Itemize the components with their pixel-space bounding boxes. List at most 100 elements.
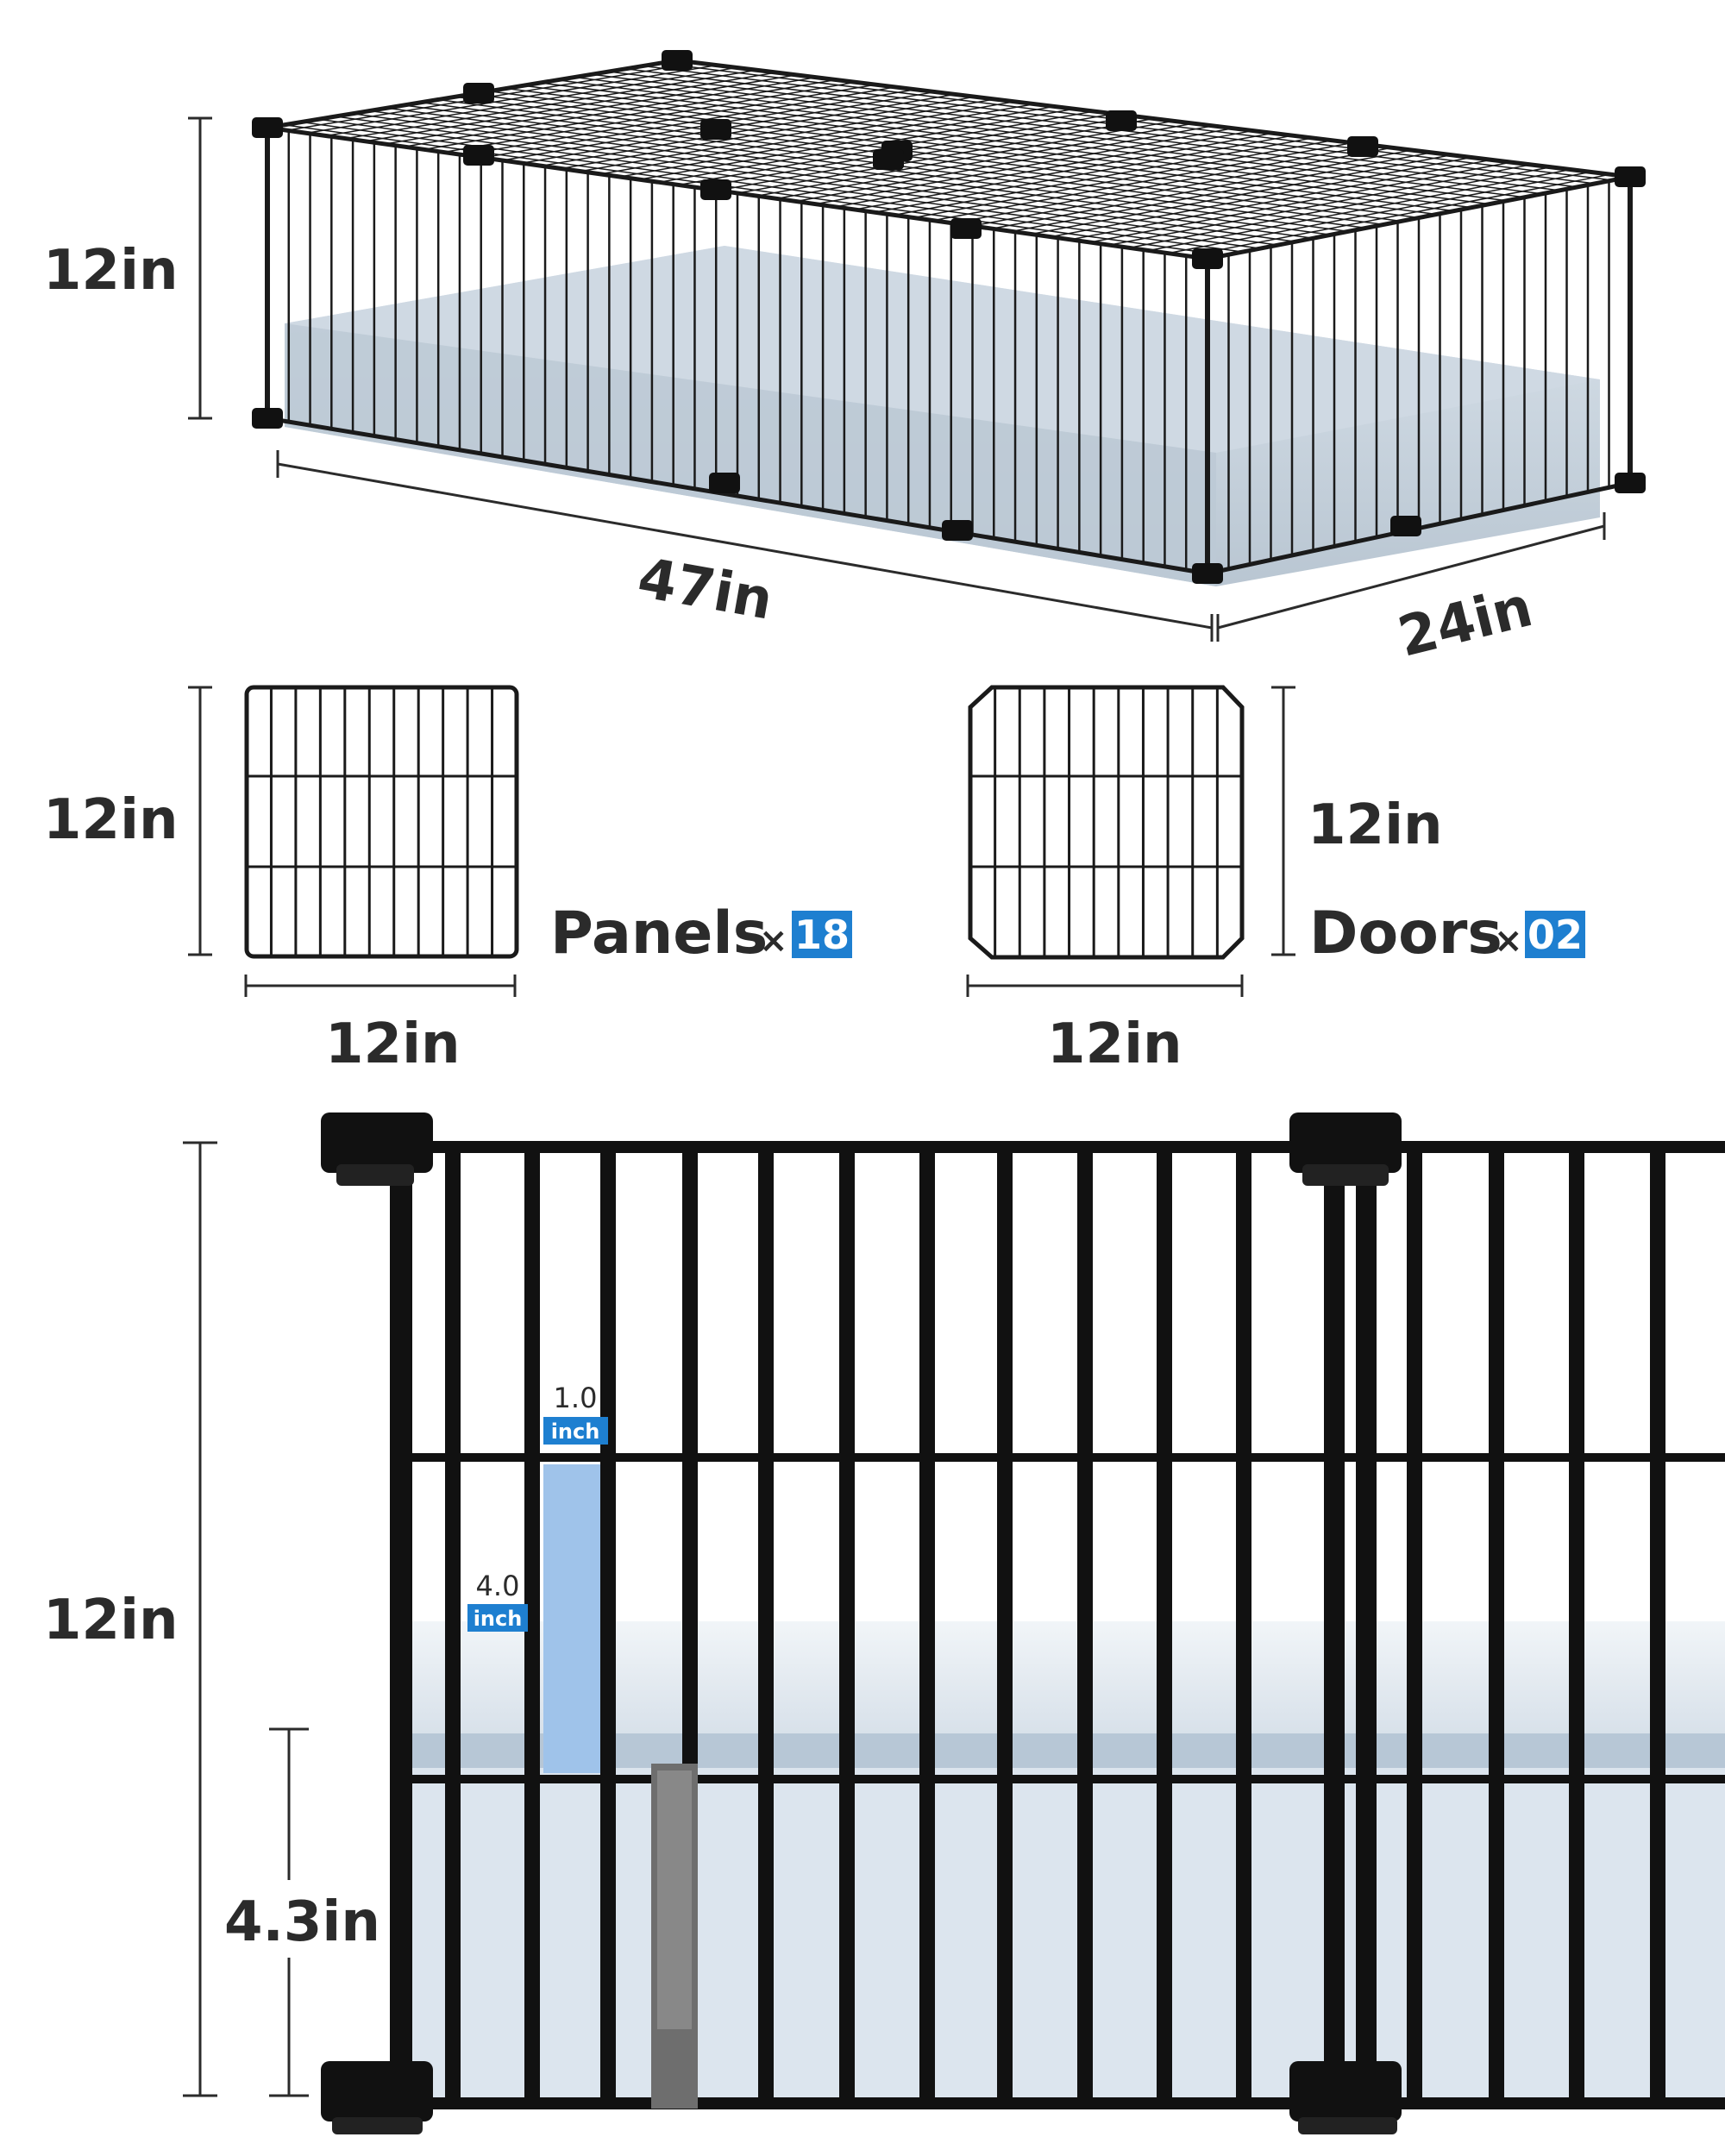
door-illustration: [968, 685, 1245, 960]
cage-top-wire: [718, 115, 1134, 191]
door-height-dimension: 12in: [1271, 686, 1443, 956]
cage-top-wire: [619, 103, 1035, 178]
closeup-bar: [600, 1153, 616, 2102]
door-name: Doors: [1309, 899, 1502, 968]
cage-connector: [942, 520, 973, 541]
closeup-connector-bottom-left: [321, 2061, 433, 2134]
cage-top-wire: [639, 105, 1055, 180]
cage-top-wire: [1148, 168, 1571, 252]
closeup-bar: [1569, 1153, 1584, 2102]
cage-connector: [1192, 563, 1223, 584]
cage-top-wire: [1070, 159, 1491, 241]
closeup-connector-bottom-right: [1289, 2061, 1402, 2134]
closeup-illustration: [321, 1112, 1725, 2134]
lower-rail: [392, 1775, 1725, 1783]
cage-top-wire: [541, 93, 956, 167]
cage-connector: [463, 83, 494, 103]
closeup-bar: [1077, 1153, 1093, 2102]
cage-top-wire: [599, 101, 1015, 175]
panel-height-dimension: 12in: [43, 686, 212, 956]
cage-connector: [463, 145, 494, 166]
cage-connector: [662, 50, 693, 71]
closeup-connector-top-right: [1289, 1112, 1402, 1186]
cage-top-wire: [561, 96, 975, 170]
top-rail: [392, 1141, 1725, 1153]
cage-connector: [950, 218, 982, 239]
cage-top-wire: [423, 78, 837, 151]
door-width-dimension: 12in: [966, 975, 1244, 1076]
closeup-bar: [1489, 1153, 1504, 2102]
cage-top-wire: [1031, 154, 1452, 235]
cage-top-wire: [952, 144, 1372, 224]
gap-width-unit-badge: [543, 1417, 608, 1445]
cage-connector: [252, 408, 283, 429]
base-height-label: 4.3in: [224, 1890, 380, 1954]
cage-length-label: 47in: [633, 547, 777, 633]
closeup-height-label: 12in: [43, 1589, 179, 1652]
closeup-bar: [919, 1153, 935, 2102]
base-height-dimension: 4.3in: [220, 1727, 380, 2097]
door-count: Doors × 02: [1309, 899, 1585, 968]
cage-top-wire: [874, 135, 1293, 213]
cage-top-wire: [1011, 152, 1432, 233]
cage-top-wire: [795, 125, 1214, 203]
panel-height-label: 12in: [43, 788, 179, 852]
door-times-sign: ×: [1494, 921, 1523, 961]
gap-height-unit-badge: [467, 1604, 528, 1632]
middle-rail: [392, 1453, 1725, 1462]
cage-connector: [1615, 473, 1646, 493]
cage-top-wire: [1109, 164, 1532, 246]
panel-width-label: 12in: [325, 1012, 461, 1076]
door-width-label: 12in: [1047, 1012, 1182, 1076]
cage-connector: [709, 473, 740, 493]
cage-connector: [1390, 516, 1421, 536]
cage-top-wire: [1168, 171, 1591, 254]
panel-illustration: [244, 685, 519, 959]
cage-top-wire: [659, 108, 1075, 184]
closeup-tray-rim: [405, 1621, 1725, 1733]
cage-tray-front: [285, 323, 1216, 586]
panel-name: Panels: [550, 899, 768, 968]
cage-connector: [1347, 136, 1378, 157]
cage-top-wire: [482, 86, 896, 159]
panel-count-badge: [792, 911, 852, 958]
cage-top-wire: [894, 137, 1313, 216]
cage-illustration: [252, 50, 1646, 586]
cage-connector: [873, 149, 904, 170]
cage-top-wire: [992, 149, 1412, 229]
cage-top-wire: [345, 69, 757, 140]
closeup-bar: [997, 1153, 1013, 2102]
cage-top-wire: [972, 147, 1392, 227]
door-height-label: 12in: [1308, 793, 1443, 857]
closeup-bar: [445, 1153, 461, 2102]
closeup-bar: [839, 1153, 855, 2102]
cage-top-wire: [1089, 161, 1512, 243]
panel-times-sign: ×: [759, 921, 788, 961]
cage-top-wire: [737, 117, 1154, 194]
closeup-bar: [1157, 1153, 1172, 2102]
gap-height-unit: inch: [474, 1607, 523, 1631]
cage-top-wire: [913, 140, 1333, 219]
cage-top-wire: [462, 84, 876, 156]
gap-height-callout: 4.0 inch: [467, 1570, 528, 1632]
cage-top-wire: [306, 64, 718, 135]
closeup-height-dimension: 12in: [34, 1141, 217, 2097]
cage-top-wire: [776, 122, 1194, 200]
cage-height-label: 12in: [43, 239, 179, 303]
cage-top-wire: [815, 128, 1233, 205]
cage-width-label: 24in: [1392, 575, 1539, 670]
cage-connector: [700, 119, 731, 140]
closeup-bar: [1236, 1153, 1251, 2102]
cage-connectors: [252, 50, 1646, 584]
gap-width-value: 1.0: [554, 1382, 598, 1414]
cage-connector: [700, 179, 731, 200]
cage-top-wire: [365, 72, 777, 142]
cage-top-wire: [756, 120, 1174, 197]
cage-connector: [1615, 166, 1646, 187]
cage-top-wire: [326, 66, 737, 137]
cage-top-wire: [855, 132, 1273, 210]
cage-wires: [266, 60, 1632, 573]
closeup-connector-top-left: [321, 1112, 433, 1186]
closeup-bar: [758, 1153, 774, 2102]
